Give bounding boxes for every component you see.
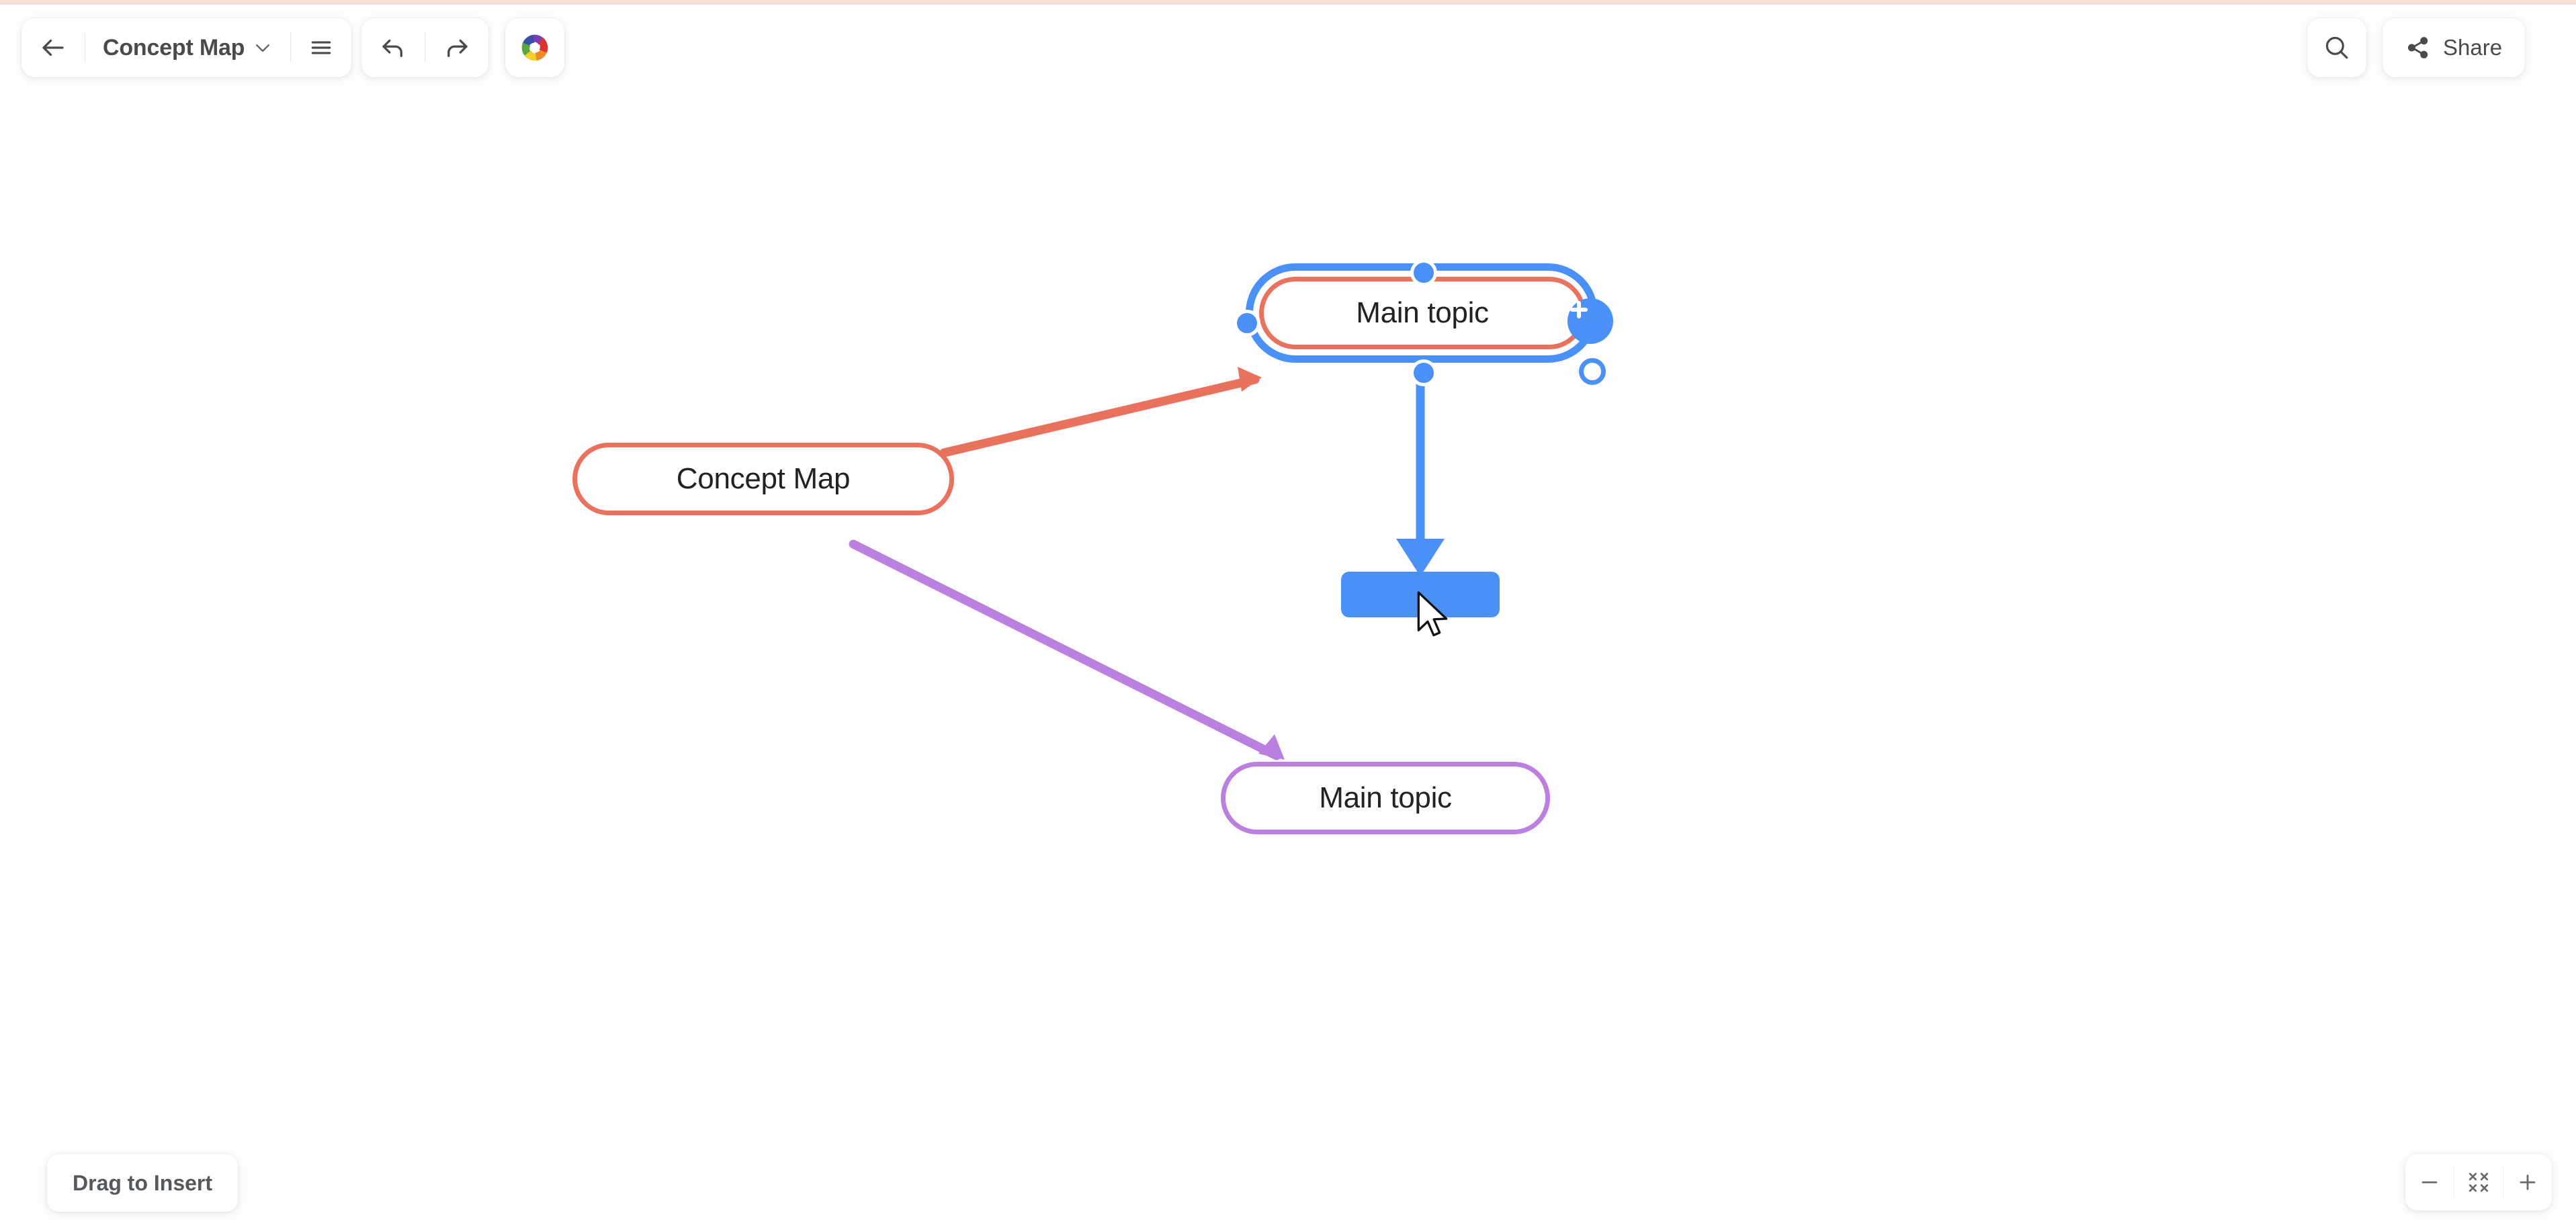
node-label: Concept Map (676, 462, 851, 495)
node-main-topic-selected[interactable]: Main topic (1259, 277, 1586, 349)
fit-to-screen-icon (2468, 1172, 2489, 1192)
share-button[interactable]: Share (2382, 18, 2526, 77)
connection-handle-bottom[interactable] (1410, 359, 1437, 386)
edge-main-topic-to-drop-target (1396, 376, 1445, 576)
undo-arrow-icon (382, 39, 402, 57)
toolbar-divider-2 (290, 33, 292, 62)
zoom-in-button[interactable] (2503, 1154, 2552, 1211)
plus-icon (2520, 1174, 2536, 1190)
edge-concept-to-main-topic-purple[interactable] (849, 539, 1285, 760)
plus-icon (1570, 301, 1588, 318)
node-concept-map[interactable]: Concept Map (572, 443, 954, 515)
main-menu-button[interactable] (291, 18, 351, 77)
document-title-dropdown[interactable]: Concept Map (85, 18, 290, 77)
connection-handle-left[interactable] (1234, 310, 1260, 337)
minus-icon (2421, 1181, 2438, 1184)
resize-handle-bottom-right[interactable] (1579, 358, 1606, 385)
search-icon (2325, 36, 2348, 59)
add-child-node-button[interactable] (1568, 298, 1613, 344)
document-toolbar: Concept Map (22, 18, 352, 77)
top-accent-line (0, 0, 2576, 5)
edge-concept-to-main-topic[interactable] (939, 367, 1262, 457)
fit-to-screen-button[interactable] (2454, 1154, 2503, 1211)
arrow-left-icon (42, 39, 64, 56)
chevron-down-icon (253, 38, 273, 58)
search-button[interactable] (2307, 18, 2366, 77)
drag-to-insert-label: Drag to Insert (73, 1170, 213, 1195)
node-main-topic-purple[interactable]: Main topic (1221, 762, 1550, 834)
drag-to-insert-button[interactable]: Drag to Insert (47, 1154, 239, 1212)
back-button[interactable] (22, 18, 85, 77)
redo-button[interactable] (425, 18, 488, 77)
connection-handle-top[interactable] (1410, 259, 1437, 286)
undo-button[interactable] (361, 18, 425, 77)
redo-arrow-icon (447, 39, 468, 57)
zoom-out-button[interactable] (2405, 1154, 2454, 1211)
share-icon (2407, 37, 2428, 58)
hamburger-menu-icon (312, 41, 331, 54)
drop-target-placeholder[interactable] (1341, 572, 1500, 617)
node-label: Main topic (1319, 781, 1452, 814)
zoom-controls (2405, 1154, 2552, 1211)
page-title: Concept Map (103, 34, 245, 60)
node-label: Main topic (1356, 296, 1489, 329)
color-wheel-icon (521, 34, 548, 61)
share-label: Share (2443, 35, 2503, 60)
ai-assistant-button[interactable] (505, 18, 564, 77)
history-toolbar (361, 18, 488, 77)
